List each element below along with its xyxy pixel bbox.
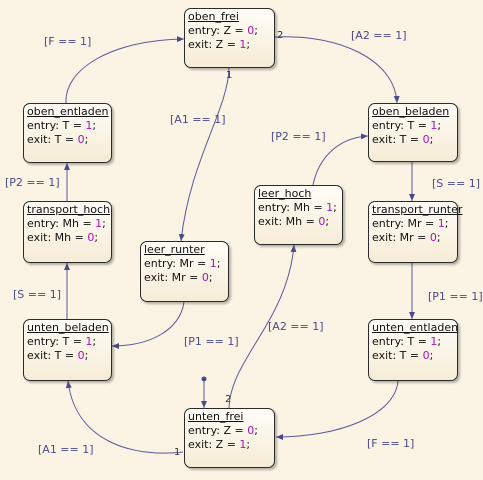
entry-action: entry: Mh = 1; xyxy=(27,217,106,230)
transition-label-f-top[interactable]: [F == 1] xyxy=(44,35,92,48)
wire-unten-entladen-to-unten-frei xyxy=(275,380,399,440)
entry-action: entry: Z = 0; xyxy=(188,24,258,37)
entry-action: entry: Mh = 1; xyxy=(258,201,337,214)
order-number-unten-frei-top: 2 xyxy=(225,394,232,405)
state-leer-runter[interactable]: leer_runter entry: Mr = 1; exit: Mr = 0; xyxy=(140,241,229,302)
transition-label-s-left[interactable]: [S == 1] xyxy=(13,288,61,301)
wire-oben-frei-to-leer-runter xyxy=(178,67,230,242)
state-name: leer_runter xyxy=(144,243,205,256)
order-number-unten-frei-left: 1 xyxy=(174,447,181,458)
transition-label-p2-right[interactable]: [P2 == 1] xyxy=(271,130,326,143)
state-name: transport_runter xyxy=(372,203,463,216)
exit-action: exit: Z = 1; xyxy=(188,438,251,451)
state-unten-frei[interactable]: unten_frei entry: Z = 0; exit: Z = 1; xyxy=(184,408,275,468)
state-name: oben_beladen xyxy=(372,105,450,118)
entry-action: entry: Mr = 1; xyxy=(144,257,221,270)
wire-leer-hoch-to-oben-beladen xyxy=(312,133,369,186)
entry-action: entry: T = 1; xyxy=(372,335,442,348)
wire-unten-frei-to-unten-beladen xyxy=(65,380,184,454)
state-oben-beladen[interactable]: oben_beladen entry: T = 1; exit: T = 0; xyxy=(368,103,458,162)
exit-action: exit: T = 0; xyxy=(27,349,89,362)
state-leer-hoch[interactable]: leer_hoch entry: Mh = 1; exit: Mh = 0; xyxy=(254,185,343,245)
state-oben-entladen[interactable]: oben_entladen entry: T = 1; exit: T = 0; xyxy=(23,103,112,163)
entry-action: entry: T = 1; xyxy=(27,119,97,132)
state-unten-beladen[interactable]: unten_beladen entry: T = 1; exit: T = 0; xyxy=(23,319,112,381)
transition-label-s-right[interactable]: [S == 1] xyxy=(432,177,480,190)
entry-action: entry: T = 1; xyxy=(27,335,97,348)
entry-action: entry: Z = 0; xyxy=(188,424,258,437)
exit-action: exit: T = 0; xyxy=(27,133,89,146)
wire-unten-frei-to-leer-hoch xyxy=(228,244,297,409)
state-transport-runter[interactable]: transport_runter entry: Mr = 1; exit: Mr… xyxy=(368,201,463,263)
wire-leer-runter-to-unten-beladen xyxy=(111,301,185,349)
exit-action: exit: T = 0; xyxy=(372,349,434,362)
state-transport-hoch[interactable]: transport_hoch entry: Mh = 1; exit: Mh =… xyxy=(23,201,112,263)
transition-label-a1-mid[interactable]: [A1 == 1] xyxy=(170,113,226,126)
exit-action: exit: Mh = 0; xyxy=(258,215,330,228)
state-name: unten_entladen xyxy=(372,321,459,334)
entry-action: entry: T = 1; xyxy=(372,119,442,132)
exit-action: exit: Mr = 0; xyxy=(372,231,441,244)
state-name: unten_frei xyxy=(188,410,244,423)
state-name: leer_hoch xyxy=(258,187,312,200)
entry-action: entry: Mr = 1; xyxy=(372,217,449,230)
state-name: oben_entladen xyxy=(27,105,109,118)
default-transition-dot xyxy=(201,376,207,382)
transition-label-p2-left[interactable]: [P2 == 1] xyxy=(5,176,60,189)
wire-oben-frei-to-oben-beladen xyxy=(274,36,400,104)
wire-oben-entladen-to-oben-frei xyxy=(65,36,185,104)
transition-label-a1-bottom[interactable]: [A1 == 1] xyxy=(38,443,94,456)
state-name: unten_beladen xyxy=(27,321,109,334)
state-name: oben_frei xyxy=(188,10,239,23)
state-unten-entladen[interactable]: unten_entladen entry: T = 1; exit: T = 0… xyxy=(368,319,458,381)
order-number-oben-frei-bottom: 1 xyxy=(226,70,233,81)
order-number-oben-frei-right: 2 xyxy=(277,30,284,41)
exit-action: exit: Z = 1; xyxy=(188,38,251,51)
exit-action: exit: Mh = 0; xyxy=(27,231,99,244)
transition-label-f-bottom[interactable]: [F == 1] xyxy=(367,437,415,450)
transition-label-a2-mid[interactable]: [A2 == 1] xyxy=(268,320,324,333)
transition-label-p1-mid[interactable]: [P1 == 1] xyxy=(184,335,239,348)
exit-action: exit: Mr = 0; xyxy=(144,271,213,284)
exit-action: exit: T = 0; xyxy=(372,133,434,146)
transition-label-a2-top[interactable]: [A2 == 1] xyxy=(351,29,407,42)
transition-label-p1-right[interactable]: [P1 == 1] xyxy=(428,290,483,303)
state-oben-frei[interactable]: oben_frei entry: Z = 0; exit: Z = 1; xyxy=(184,8,275,68)
state-name: transport_hoch xyxy=(27,203,111,216)
